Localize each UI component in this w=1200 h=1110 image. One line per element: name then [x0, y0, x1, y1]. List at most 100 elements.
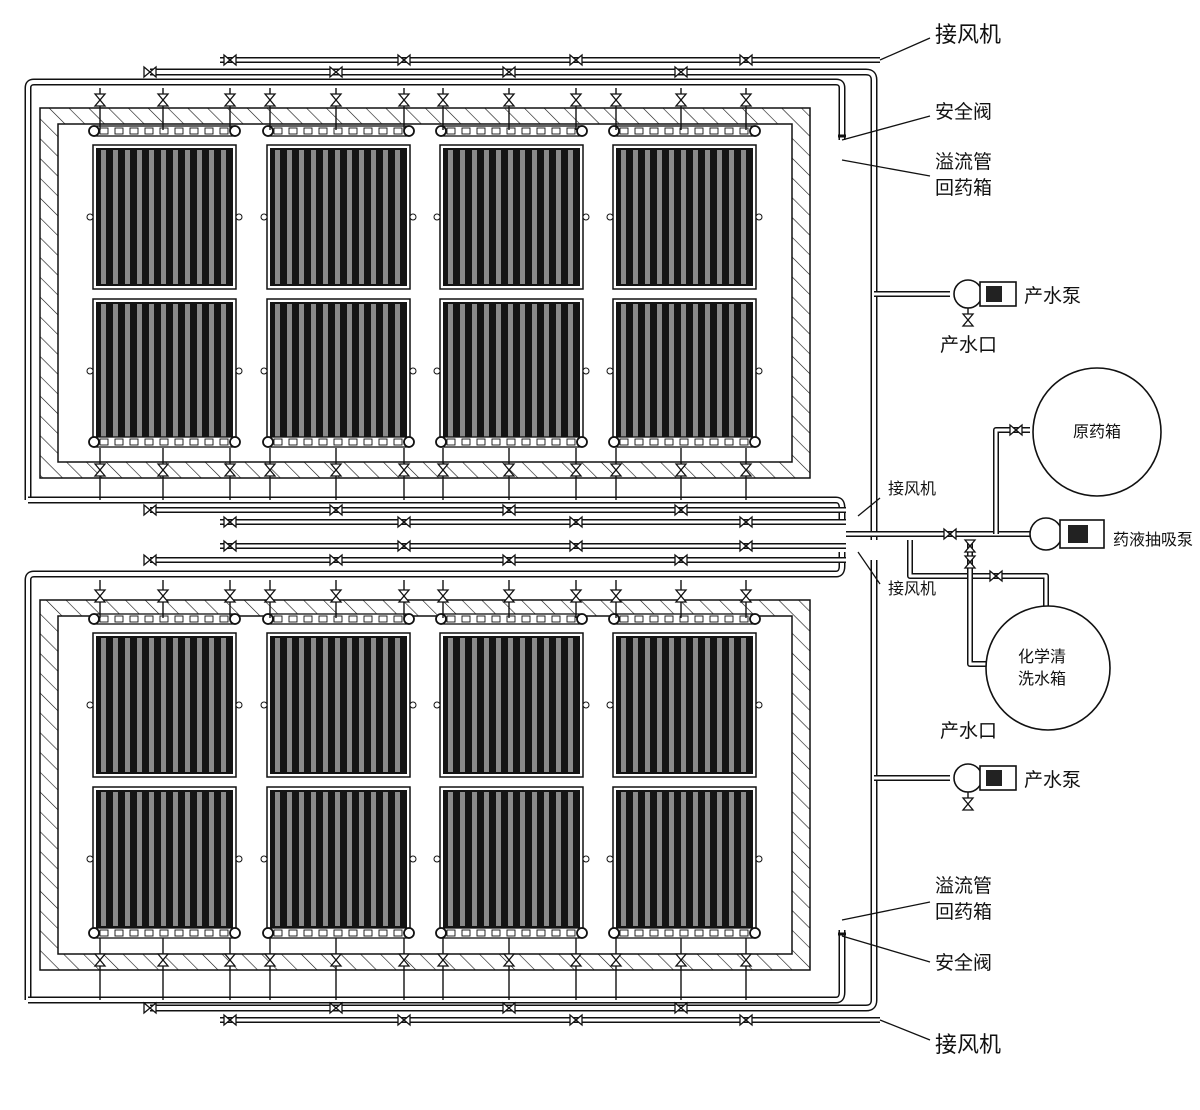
header-port	[634, 438, 644, 446]
valve	[569, 1013, 583, 1027]
valve	[223, 93, 237, 107]
module-sheet	[323, 638, 328, 772]
module-sheet	[693, 304, 698, 438]
header-port	[739, 929, 749, 937]
module-sheet	[460, 150, 465, 284]
module-sheet	[556, 792, 561, 926]
header-end	[435, 436, 447, 448]
module-sheet	[621, 304, 626, 438]
valve	[502, 953, 516, 967]
collector-header	[435, 927, 588, 939]
valve-body	[739, 53, 753, 67]
collector-header	[608, 436, 761, 448]
module-sheet	[221, 304, 226, 438]
module-sheet	[568, 150, 573, 284]
module-sheet	[383, 304, 388, 438]
label-product-pump-bottom: 产水泵	[1024, 769, 1081, 791]
header-port	[174, 438, 184, 446]
module-sheet	[484, 638, 489, 772]
module-bolt	[433, 213, 441, 221]
module-bolt	[409, 855, 417, 863]
header-end	[229, 927, 241, 939]
header-port	[739, 615, 749, 623]
module-sheet	[197, 304, 202, 438]
header-port	[446, 929, 456, 937]
header-port	[393, 929, 403, 937]
header-port	[679, 929, 689, 937]
module-sheet	[621, 638, 626, 772]
header-port	[739, 127, 749, 135]
header-port	[694, 127, 704, 135]
module-sheet	[472, 304, 477, 438]
module-sheet	[729, 792, 734, 926]
valve-body	[609, 589, 623, 603]
header-port	[506, 615, 516, 623]
header-port	[476, 438, 486, 446]
header-port	[724, 615, 734, 623]
header-port	[393, 615, 403, 623]
module-sheet	[681, 792, 686, 926]
module-sheet	[633, 304, 638, 438]
valve-body	[739, 463, 753, 477]
module-sheet	[544, 304, 549, 438]
module-sheet	[173, 638, 178, 772]
header-port	[679, 615, 689, 623]
valve-body	[739, 93, 753, 107]
header-end	[88, 927, 100, 939]
header-port	[724, 929, 734, 937]
header-port	[536, 438, 546, 446]
valve	[739, 1013, 753, 1027]
membrane-module	[606, 298, 763, 444]
header-port	[363, 127, 373, 135]
module-sheet	[323, 792, 328, 926]
module-sheet	[209, 150, 214, 284]
header-port	[219, 127, 229, 135]
valve-body	[223, 463, 237, 477]
module-bolt	[235, 367, 243, 375]
collector-header	[608, 125, 761, 137]
module-sheet	[299, 150, 304, 284]
valve	[93, 953, 107, 967]
module-sheet	[275, 638, 280, 772]
module-sheet	[347, 638, 352, 772]
header-port	[446, 127, 456, 135]
header-port	[393, 438, 403, 446]
module-sheet	[568, 792, 573, 926]
module-sheet	[359, 304, 364, 438]
module-sheet	[221, 638, 226, 772]
aeration-loop-bottom-bore	[26, 552, 844, 1000]
header-end	[576, 613, 588, 625]
module-sheet	[101, 304, 106, 438]
header-port	[204, 929, 214, 937]
module-bolt	[582, 701, 590, 709]
valve	[674, 553, 688, 567]
module-sheet	[681, 638, 686, 772]
valve	[223, 53, 237, 67]
header-port	[348, 438, 358, 446]
module-sheet	[101, 150, 106, 284]
header-port	[159, 127, 169, 135]
valve	[569, 589, 583, 603]
valve-body	[961, 313, 975, 327]
valve-body	[502, 553, 516, 567]
valve-body	[397, 953, 411, 967]
valve-body	[436, 463, 450, 477]
header-port	[378, 929, 388, 937]
valve-body	[143, 65, 157, 79]
header-end	[435, 125, 447, 137]
module-sheet	[197, 792, 202, 926]
header-end	[88, 613, 100, 625]
label-outlet-bottom: 产水口	[940, 720, 997, 742]
module-sheet	[460, 638, 465, 772]
valve	[674, 1001, 688, 1015]
module-sheet	[669, 150, 674, 284]
header-port	[724, 438, 734, 446]
valve-body	[223, 53, 237, 67]
header-end	[403, 927, 415, 939]
module-sheet	[705, 792, 710, 926]
valve-body	[989, 569, 1003, 583]
valve	[156, 953, 170, 967]
module-sheet	[161, 638, 166, 772]
module-sheet	[496, 304, 501, 438]
